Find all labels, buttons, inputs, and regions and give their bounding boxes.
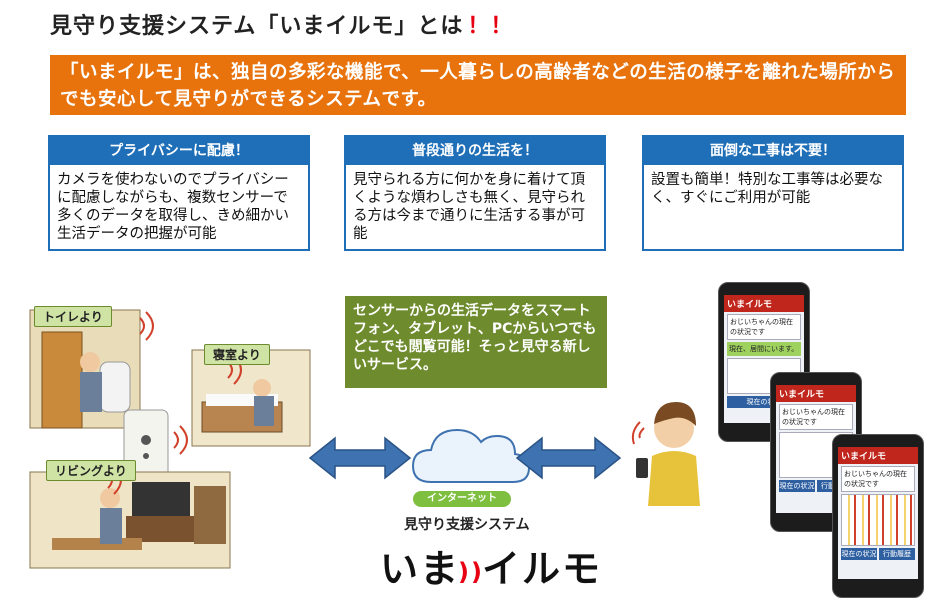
- app-title: いまイルモ: [724, 295, 804, 312]
- feature-card-body: 見守られる方に何かを身に着けて頂くような煩わしさも無く、見守られる方は今まで通り…: [353, 172, 585, 242]
- status-text: 現在、居間にいます。: [727, 342, 801, 356]
- tab-status[interactable]: 現在の状況: [841, 548, 877, 560]
- app-title: いまイルモ: [838, 447, 918, 464]
- feature-card-body: カメラを使わないのでプライバシーに配慮しながらも、複数センサーで多くのデータを取…: [57, 172, 289, 242]
- greeting-text: おじいちゃんの現在の状況です: [841, 466, 915, 492]
- feature-card-no-construction: 面倒な工事は不要！ 設置も簡単！特別な工事等は必要なく、すぐにご利用が可能: [642, 135, 904, 251]
- feature-card-body: 設置も簡単！特別な工事等は必要なく、すぐにご利用が可能: [651, 172, 883, 206]
- network-diagram: [305, 420, 625, 520]
- tab-status[interactable]: 現在の状況: [779, 480, 815, 492]
- info-box: センサーからの生活データをスマートフォン、タブレット、PCからいつでもどこでも閲…: [345, 296, 607, 388]
- logo-left: いま: [380, 547, 461, 591]
- tab-history[interactable]: 行動履歴: [879, 548, 915, 560]
- app-title: いまイルモ: [776, 385, 856, 402]
- feature-card-heading: 面倒な工事は不要！: [644, 137, 902, 165]
- feature-card-heading: 普段通りの生活を！: [346, 137, 604, 165]
- home-scene-drawing: [29, 309, 311, 569]
- intro-banner: 「いまイルモ」は、独自の多彩な機能で、一人暮らしの高齢者などの生活の様子を離れた…: [50, 55, 906, 115]
- info-box-text: センサーからの生活データをスマートフォン、タブレット、PCからいつでもどこでも閲…: [353, 303, 597, 373]
- service-label: 見守り支援システム: [404, 517, 530, 533]
- logo-wave: )): [458, 557, 484, 586]
- page-title: 見守り支援システム「いまイルモ」とは！！: [50, 8, 513, 40]
- label-living: リビングより: [46, 460, 136, 481]
- smartphone-screens: いまイルモ おじいちゃんの現在の状況です 現在、居間にいます。 現在の状況 いま…: [620, 280, 930, 600]
- greeting-text: おじいちゃんの現在の状況です: [727, 314, 801, 340]
- internet-label: インターネット: [413, 491, 511, 507]
- label-bedroom: 寝室より: [204, 344, 270, 365]
- home-scene-illustration: トイレより 寝室より リビングより: [22, 292, 322, 572]
- greeting-text: おじいちゃんの現在の状況です: [779, 404, 853, 430]
- network-drawing: [308, 428, 622, 483]
- left-arrow-icon: [308, 436, 412, 480]
- page-title-text: 見守り支援システム「いまイルモ」とは: [50, 14, 464, 39]
- logo-right: イルモ: [481, 547, 602, 591]
- person-with-phone-illustration: [631, 402, 700, 506]
- cloud-icon: [411, 428, 531, 483]
- feature-card-privacy: プライバシーに配慮！ カメラを使わないのでプライバシーに配慮しながらも、複数セン…: [48, 135, 310, 251]
- phone-screen-3: いまイルモ おじいちゃんの現在の状況です 現在の状況行動履歴: [832, 434, 924, 598]
- label-toilet: トイレより: [34, 306, 112, 327]
- title-exclaim: ！！: [467, 14, 514, 39]
- intro-banner-text: 「いまイルモ」は、独自の多彩な機能で、一人暮らしの高齢者などの生活の様子を離れた…: [60, 62, 896, 110]
- right-arrow-icon: [515, 436, 622, 480]
- service-logo: いま))イルモ: [380, 538, 602, 593]
- feature-card-daily-life: 普段通りの生活を！ 見守られる方に何かを身に着けて頂くような煩わしさも無く、見守…: [344, 135, 606, 251]
- feature-card-heading: プライバシーに配慮！: [50, 137, 308, 165]
